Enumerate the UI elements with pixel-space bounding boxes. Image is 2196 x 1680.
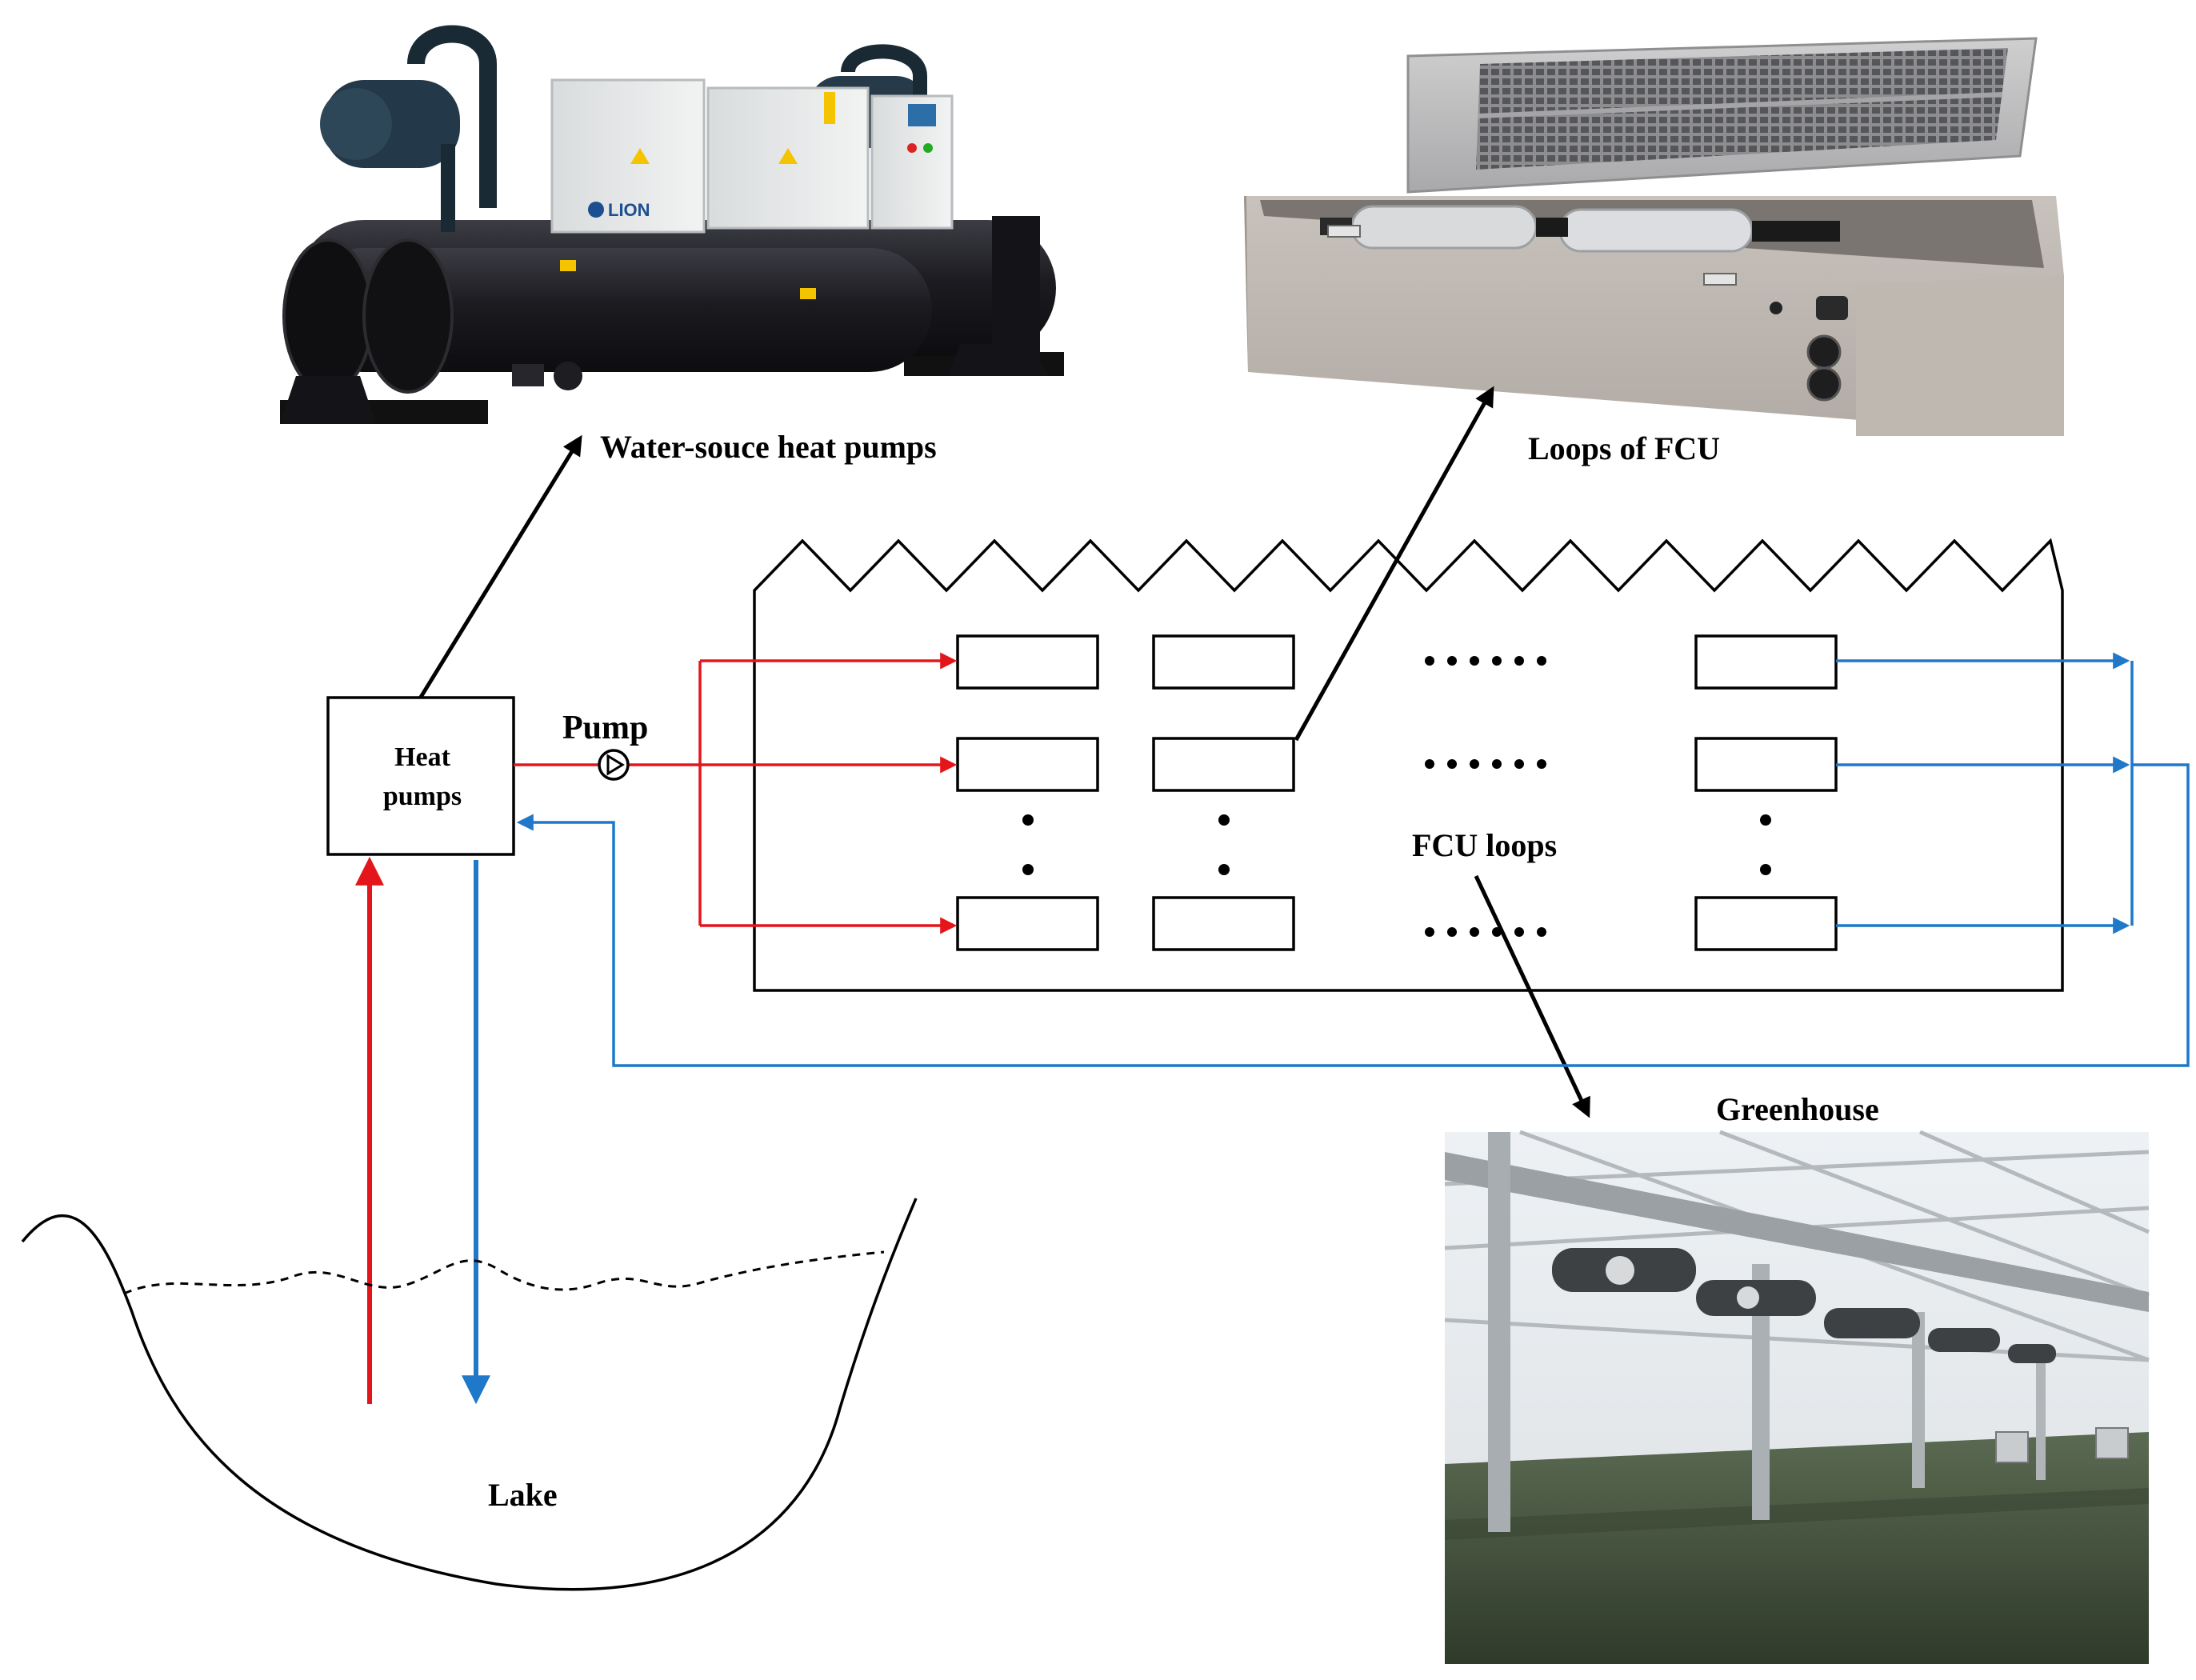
- fcu-box: [1694, 896, 1838, 951]
- ellipsis-dots: [1022, 656, 1771, 937]
- heat-pumps-label-line2: pumps: [383, 782, 462, 811]
- fcu-box: [956, 896, 1099, 951]
- label-fcu-loops: FCU loops: [1412, 827, 1557, 863]
- fcu-boxes: [956, 634, 1838, 951]
- arrow-fcu-loops-to-greenhouse: [1474, 874, 1590, 1118]
- lake-outline: [21, 1198, 918, 1591]
- fcu-unit-image: [1244, 37, 2064, 436]
- heat-pumps-box: [326, 696, 515, 856]
- fcu-box: [1152, 634, 1295, 690]
- greenhouse-outline: [753, 538, 2064, 992]
- label-lake: Lake: [488, 1477, 558, 1513]
- label-greenhouse: Greenhouse: [1716, 1091, 1879, 1127]
- pointer-arrows: [418, 386, 1590, 1118]
- lake-water-surface: [123, 1250, 885, 1295]
- supply-pipes: [355, 652, 958, 1404]
- fcu-box: [1694, 634, 1838, 690]
- greenhouse-photo: [1444, 1130, 2150, 1664]
- water-source-heat-pump-image: LION: [280, 25, 1064, 424]
- heat-pumps-label-line1: Heat: [394, 742, 451, 772]
- label-loops-of-fcu: Loops of FCU: [1528, 430, 1720, 466]
- arrow-fcu-to-photo: [1294, 386, 1494, 742]
- fcu-box: [1152, 737, 1295, 792]
- fcu-box: [956, 634, 1099, 690]
- return-pipes: [462, 652, 2190, 1405]
- fcu-box: [1152, 896, 1295, 951]
- fcu-box: [956, 737, 1099, 792]
- pump-icon: [598, 749, 630, 781]
- arrow-heat-pumps-to-photo: [418, 434, 582, 700]
- heat-pump-logo: LION: [608, 200, 650, 220]
- label-water-source-heat-pumps: Water-souce heat pumps: [600, 429, 937, 465]
- fcu-box: [1694, 737, 1838, 792]
- label-pump: Pump: [562, 710, 648, 746]
